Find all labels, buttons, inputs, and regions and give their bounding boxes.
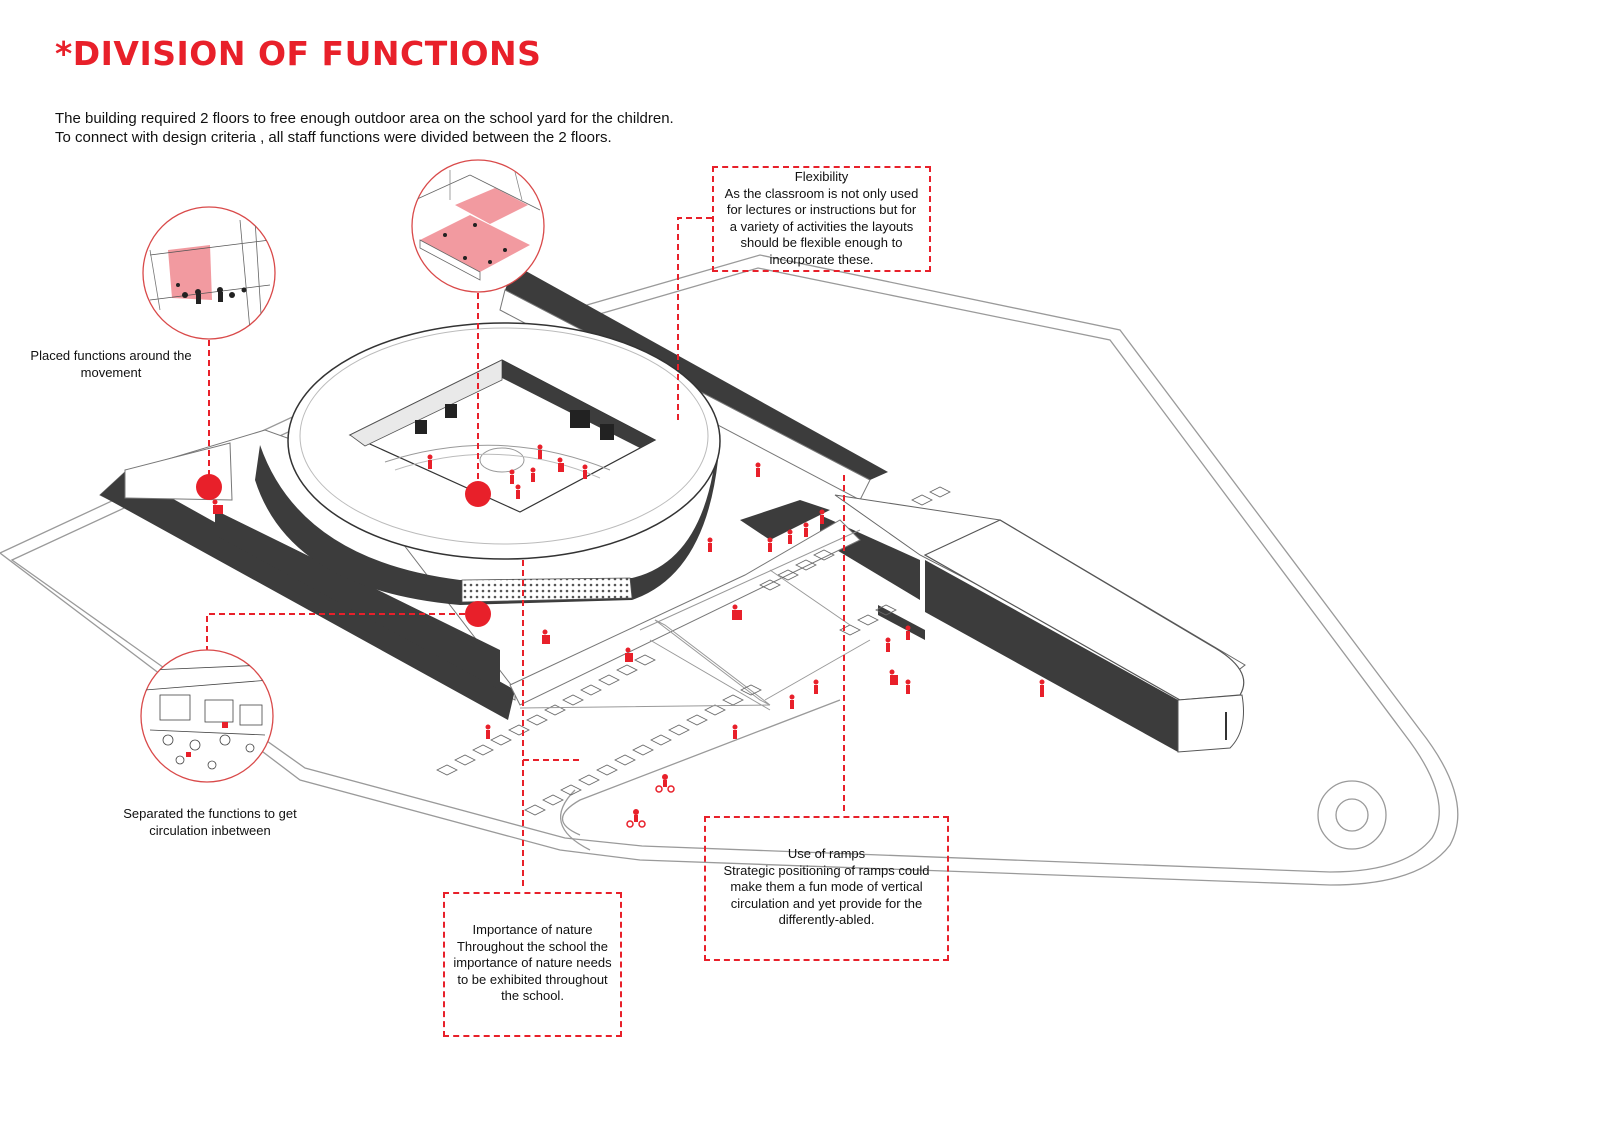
marker-placed-functions [196, 474, 222, 500]
note-use-of-ramps: Use of ramps Strategic positioning of ra… [704, 816, 949, 961]
note-flexibility-heading: Flexibility [794, 169, 849, 184]
note-ramps-line-2: make them a fun mode of vertical [730, 879, 923, 894]
note-ramps-line-1: Strategic positioning of ramps could [723, 862, 930, 878]
note-nature-line-2: importance of nature needs [453, 955, 612, 970]
ring-building [255, 322, 721, 605]
caption-placed-functions: Placed functions around the movement [20, 348, 202, 381]
note-flexibility-line-1: As the classroom is not only used [724, 185, 919, 201]
note-nature-heading: Importance of nature [472, 922, 593, 937]
note-ramps-heading: Use of ramps [787, 846, 866, 861]
vignette-classroom-layout [411, 159, 545, 293]
note-nature-line-4: the school. [501, 988, 564, 1003]
caption-separated-functions: Separated the functions to get circulati… [105, 806, 315, 839]
people-figures [212, 444, 1045, 828]
note-ramps-line-4: differently-abled. [778, 912, 875, 927]
marker-separated-functions [465, 601, 491, 627]
note-flexibility-line-3: a variety of activities the layouts [729, 218, 914, 234]
function-markers [196, 474, 491, 627]
intro-line-1: The building required 2 floors to free e… [55, 110, 674, 127]
intro-text: The building required 2 floors to free e… [55, 109, 674, 147]
marker-courtyard [465, 481, 491, 507]
caption-separated-line-1: Separated the functions to get [123, 806, 297, 821]
note-ramps-line-3: circulation and yet provide for the [730, 895, 923, 911]
note-nature-line-1: Throughout the school the [456, 938, 609, 954]
caption-separated-line-2: circulation inbetween [149, 822, 271, 838]
caption-placed-line-1: Placed functions around the [30, 348, 192, 363]
vignette-placed-functions [142, 206, 276, 340]
note-flexibility-line-5: incorporate these. [769, 251, 874, 267]
vignette-separated-functions [140, 649, 274, 783]
caption-placed-line-2: movement [80, 364, 142, 380]
note-nature-line-3: to be exhibited throughout [457, 971, 608, 987]
note-flexibility-line-4: should be flexible enough to [740, 235, 903, 250]
note-importance-of-nature: Importance of nature Throughout the scho… [443, 892, 622, 1037]
east-wing [820, 494, 1246, 753]
site-outline [0, 254, 1459, 886]
page-title: *DIVISION OF FUNCTIONS [55, 34, 542, 73]
walkway-lines [519, 529, 871, 711]
note-flexibility: Flexibility As the classroom is not only… [712, 166, 931, 272]
note-flexibility-line-2: for lectures or instructions but for [726, 202, 917, 217]
intro-line-2: To connect with design criteria , all st… [55, 129, 612, 146]
leader-lines [206, 217, 845, 890]
paving-tiles [436, 486, 951, 816]
